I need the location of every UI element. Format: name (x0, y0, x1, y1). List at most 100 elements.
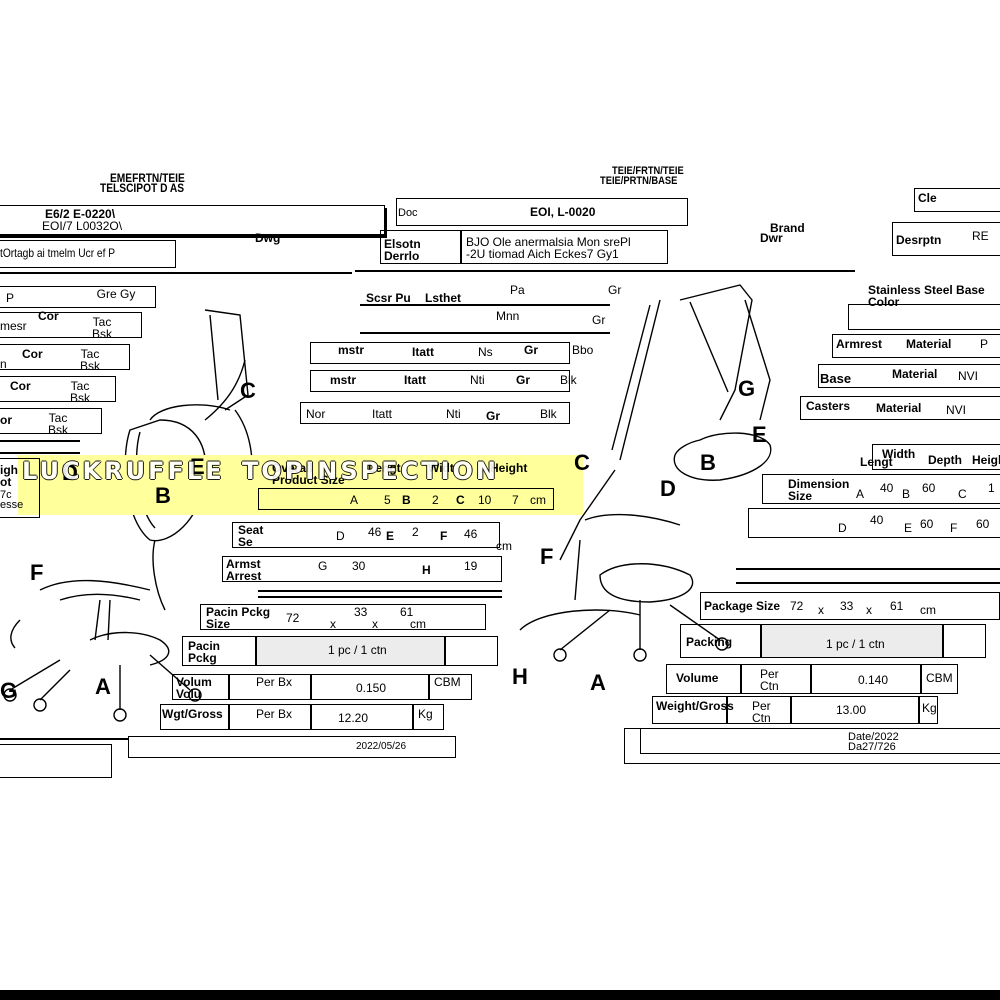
left-row-2-value: Tac Bsk (79, 347, 100, 373)
left-drawing-letter-f: F (30, 560, 44, 585)
right-spec-0-part: Armrest (836, 337, 883, 351)
left-dim-1: ot (0, 475, 12, 489)
right-drawing-letter-f: F (540, 544, 554, 569)
left-drawing-letter-g: G (0, 678, 18, 703)
left-row-1-value: Tac Bsk (91, 315, 112, 341)
right-package-v5: cm (920, 603, 936, 617)
right-dims-v4: C (958, 487, 967, 501)
center-spec-h3: Gr (608, 283, 622, 297)
right-seat-row (748, 508, 1000, 538)
center-weight-label: Wgt/Gross (162, 707, 223, 721)
center-desc-label: Elsotn Derrlo (384, 237, 421, 263)
center-volume-value: 0.150 (356, 681, 387, 695)
center-seat-row (232, 522, 500, 548)
right-seat-v5: 60 (976, 517, 990, 531)
center-armrest-label: Armst Arrest (226, 557, 262, 583)
left-row-3-label: Cor (10, 379, 31, 393)
center-seat-v3: 2 (412, 525, 419, 539)
center-weight-row (160, 704, 444, 730)
right-specs-title: Stainless Steel Base Color (868, 283, 985, 309)
left-row-2 (0, 344, 130, 370)
right-spec-row-1 (818, 364, 1000, 388)
center-spec-h1: Lsthet (425, 291, 461, 305)
left-row-2-sublabel: n (0, 357, 7, 371)
center-package-v5: cm (410, 617, 426, 631)
center-spec-r3-e: Blk (540, 407, 557, 421)
center-overall-v7: cm (530, 493, 546, 507)
center-spec-r3-c: Nti (446, 407, 461, 421)
left-description: tOrtagb ai tmelm Ucr ef P (0, 246, 116, 260)
right-desc-box (892, 222, 1000, 256)
center-packing-label: Pacin Pckg (188, 639, 221, 665)
left-footer-box (0, 744, 112, 778)
left-row-4 (0, 408, 102, 434)
left-row-1-sublabel: mesr (0, 319, 27, 333)
center-spec-r3-d: Gr (486, 409, 501, 423)
center-package-v2: 33 (354, 605, 368, 619)
right-drawing-letter-g: G (738, 376, 756, 401)
right-volume-pc: Per Ctn (760, 667, 779, 693)
center-heading: Dwg (255, 231, 281, 245)
right-desc-value: RE (972, 229, 989, 243)
center-weight-pc: Per Bx (256, 707, 293, 721)
center-overall-label: Overall Product Size (272, 461, 345, 487)
right-dims-h3: Height (972, 453, 1000, 467)
center-armrest-row (222, 556, 502, 582)
right-spec-2-mat: Material (876, 401, 922, 415)
center-overall-row (258, 488, 554, 510)
center-spec-r1-c: Ns (478, 345, 493, 359)
right-weight-label: Weight/Gross (656, 699, 734, 713)
right-dims-row (762, 474, 1000, 504)
right-brand-sub: Dwr (760, 231, 783, 245)
center-volume-unit: CBM (434, 675, 461, 689)
left-row-2-label: Cor (22, 347, 43, 361)
center-overall-v1: 5 (384, 493, 391, 507)
right-dims-v1: 40 (880, 481, 894, 495)
right-volume-value: 0.140 (858, 673, 889, 687)
right-dims-v5: 1 (988, 481, 995, 495)
right-seat-v1: 40 (870, 513, 884, 527)
center-volume-pc: Per Bx (256, 675, 293, 689)
left-row-3 (0, 376, 116, 402)
center-seat-v6: cm (496, 539, 512, 553)
right-title-line1: TEIE/FRTN/TEIE (612, 165, 684, 177)
center-overall-v5: 10 (478, 493, 492, 507)
center-seat-v1: 46 (368, 525, 382, 539)
right-drawing-letter-c: C (574, 450, 590, 475)
center-spec-row-2 (310, 370, 570, 392)
center-volume-label: Volum Volu (176, 675, 212, 701)
center-armrest-v2: H (422, 563, 431, 577)
center-packing-shade (256, 637, 444, 665)
center-spec-r1-e: Bbo (572, 343, 594, 357)
left-drawing-letter-c: C (240, 378, 256, 403)
right-dims-v0: A (856, 487, 865, 501)
center-seat-v5: 46 (464, 527, 478, 541)
left-row-0-value: Gre Gy (96, 287, 136, 301)
center-spec-r0-b: Gr (592, 313, 606, 327)
center-spec-r1-a: mstr (338, 343, 365, 357)
right-packing-value: 1 pc / 1 ctn (826, 637, 885, 651)
right-dims-v3: 60 (922, 481, 936, 495)
center-overall-v4: C (456, 493, 465, 507)
center-overall-v6: 7 (512, 493, 519, 507)
center-spec-row-3 (300, 402, 570, 424)
center-desc-line2: -2U tiomad Aich Eckes7 Gy1 (466, 247, 619, 261)
right-packing-shade (762, 625, 942, 657)
right-package-label: Package Size (704, 599, 781, 613)
center-armrest-v1: 30 (352, 559, 366, 573)
right-spec-2-val: NVI (946, 403, 967, 417)
right-drawing-letter-b: B (700, 450, 716, 475)
right-item-label: Cle (918, 191, 937, 205)
banner-text: LUCKRUFFLE TOPINSPECTION (22, 458, 499, 485)
center-seat-v4: F (440, 529, 448, 543)
right-dims-h2: Depth (928, 453, 962, 467)
center-seat-label: Seat Se (238, 523, 264, 549)
left-row-4-label: or (0, 413, 12, 427)
center-overall-c0: Lengt (368, 461, 401, 475)
center-spec-r3-a: Nor (306, 407, 326, 421)
center-packing-value: 1 pc / 1 ctn (328, 643, 387, 657)
right-footer-frame (624, 728, 1000, 764)
left-part-number-box (0, 205, 385, 235)
right-spec-row-0 (832, 334, 1000, 358)
